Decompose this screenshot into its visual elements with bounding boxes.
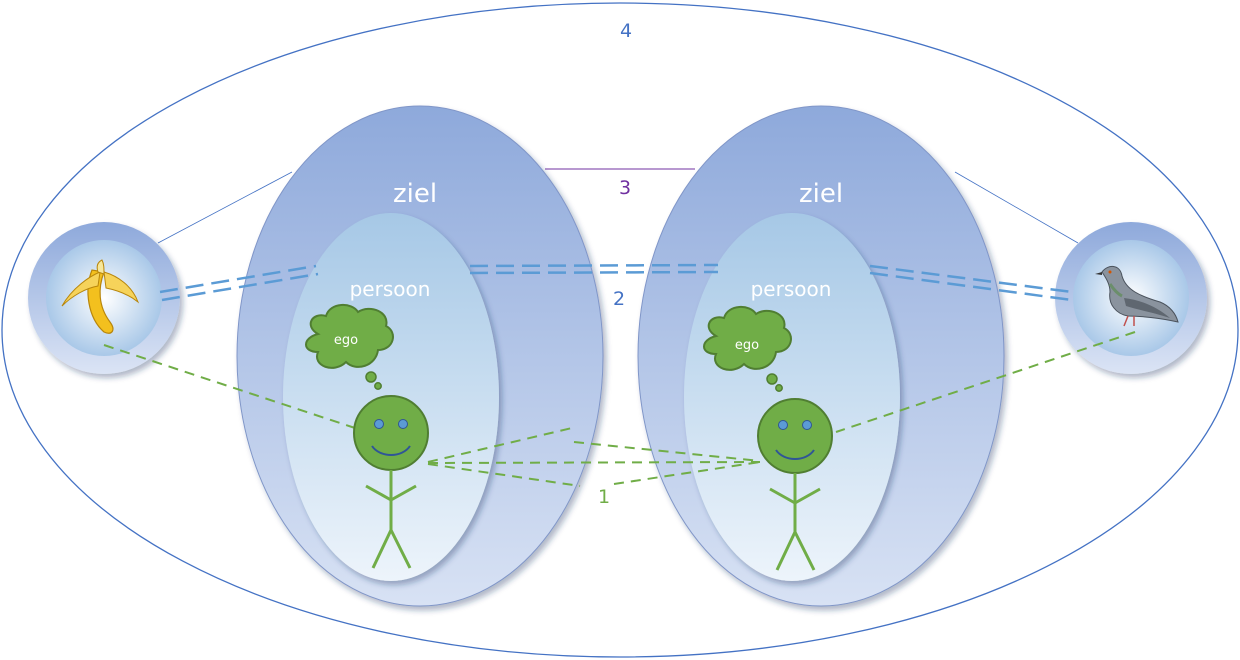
thought-cloud-right: ego <box>703 306 792 392</box>
double-dash-connectors <box>159 263 1073 302</box>
ziel-left: ziel persoon <box>236 105 604 607</box>
person-left: ego <box>305 304 429 569</box>
ego-left-label: ego <box>334 333 358 348</box>
green-dash-connectors <box>103 331 1136 487</box>
persoon-right <box>684 213 900 581</box>
face-right <box>757 398 833 474</box>
banana-circle <box>28 222 180 374</box>
label-2: 2 <box>613 288 625 310</box>
ziel-right-label: ziel <box>799 179 843 209</box>
banana-icon <box>61 259 140 334</box>
persoon-right-label: persoon <box>751 277 832 301</box>
ego-right-label: ego <box>735 338 759 353</box>
persoon-left-label: persoon <box>350 277 431 301</box>
face-left <box>353 395 429 471</box>
ziel-left-label: ziel <box>393 179 437 209</box>
person-right: ego <box>703 306 833 571</box>
pigeon-circle <box>1055 222 1207 374</box>
connector-banana-ziel <box>157 171 293 244</box>
label-4: 4 <box>620 20 632 42</box>
pigeon-icon <box>1095 266 1179 327</box>
connector-pigeon-ziel <box>954 171 1079 244</box>
thought-cloud-left: ego <box>305 304 394 390</box>
ziel-right: ziel persoon <box>637 105 1005 607</box>
label-3: 3 <box>619 177 631 199</box>
label-1: 1 <box>598 486 610 508</box>
